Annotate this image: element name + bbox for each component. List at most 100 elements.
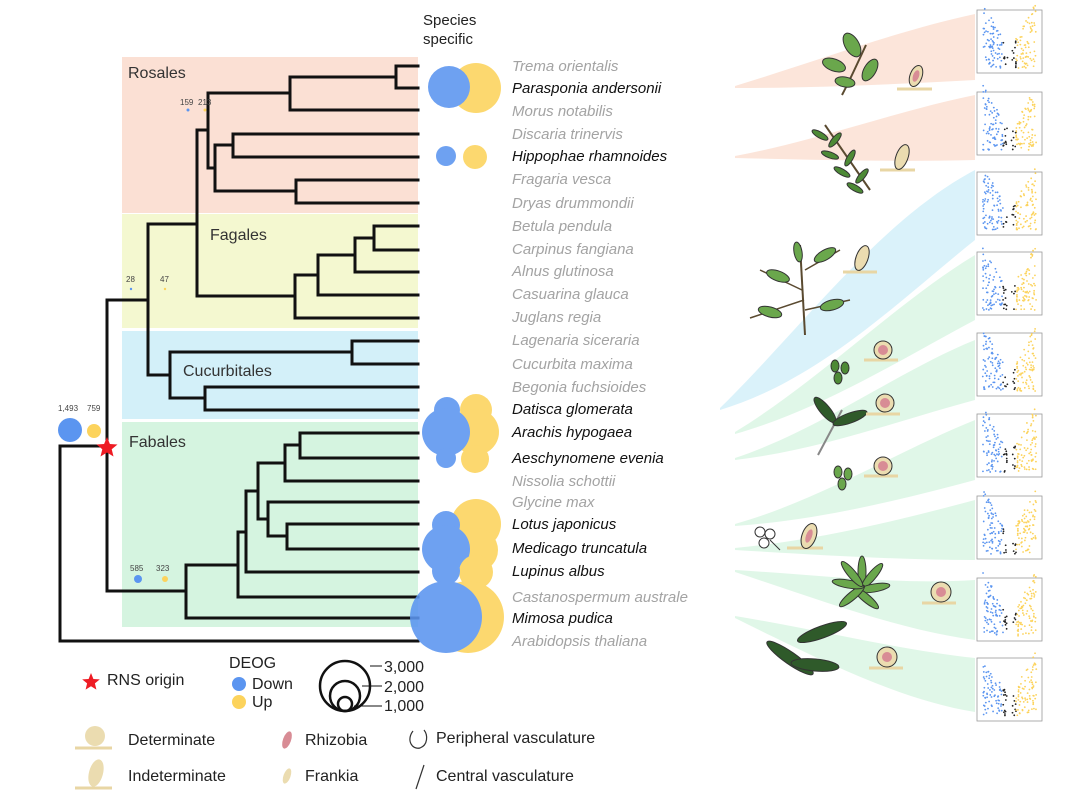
legend-deog-title: DEOG: [229, 655, 277, 672]
arachis-plant-illustration: [830, 359, 850, 385]
legend-size-leaders: [354, 665, 382, 707]
phylogenetic-tree: [58, 64, 420, 643]
lotus-plant-illustration: [833, 465, 853, 491]
volcano-plot-panel: [976, 247, 1043, 316]
taxon-label: Cucurbita maxima: [512, 356, 633, 373]
legend-rns-origin-label: RNS origin: [107, 672, 185, 689]
hippophae-plant-illustration: [811, 124, 871, 194]
connector-medicago: [735, 500, 975, 560]
rhizobia-icon: [282, 731, 292, 749]
header-line-2: specific: [423, 31, 474, 48]
taxon-label: Datisca glomerata: [512, 401, 633, 418]
node-count-rosales-up: 213: [198, 98, 212, 107]
volcano-plot-panel: [976, 572, 1043, 642]
legend-size-1000-circle: [336, 695, 354, 713]
legend-size-1000-label: 1,000: [384, 698, 425, 715]
connector-lupinus: [735, 570, 975, 640]
volcano-plot-panel: [976, 328, 1043, 397]
aeschynomene-plant-illustration: [813, 396, 868, 456]
aeschynomene-up-bubble: [461, 445, 489, 473]
volcano-plot-panel: [976, 4, 1043, 74]
rns-origin-star: [96, 437, 118, 457]
clade-label-cucurbitales: Cucurbitales: [183, 363, 272, 380]
lupinus-down-bubble: [432, 557, 460, 585]
legend-frankia-label: Frankia: [305, 768, 359, 785]
hippophae-up-bubble: [463, 145, 487, 169]
lotus-nodule-icon: [864, 456, 898, 478]
datisca-plant-illustration: [749, 241, 851, 336]
connector-lotus: [735, 420, 975, 526]
taxon-label: Alnus glutinosa: [512, 263, 614, 280]
mimosa-plant-illustration: [766, 620, 848, 676]
indeterminate-nodule-icon: [75, 759, 112, 790]
parasponia-plant-illustration: [822, 32, 879, 96]
branch: [195, 128, 297, 298]
connector-hippophae: [735, 95, 975, 161]
legend-graphics: [75, 659, 428, 790]
taxon-label: Begonia fuchsioides: [512, 379, 647, 396]
node-count-root-up: 759: [87, 404, 101, 413]
connector-aeschynomene: [735, 340, 975, 460]
mimosa-nodule-icon: [869, 646, 903, 670]
node-count-fagales-up: 47: [160, 275, 169, 284]
mimosa-down-bubble: [410, 581, 482, 653]
fagales-down-dot: [129, 287, 133, 291]
lupinus-up-bubble: [459, 555, 493, 589]
taxon-label: Morus notabilis: [512, 103, 613, 120]
taxon-label: Arabidopsis thaliana: [512, 633, 648, 650]
legend-rhizobia-label: Rhizobia: [305, 732, 368, 749]
lupinus-nodule-icon: [922, 581, 956, 605]
species-specific-bubbles: [410, 63, 504, 653]
legend-up-label: Up: [252, 694, 273, 711]
legend-up-dot: [232, 695, 246, 709]
legend-indeterminate-label: Indeterminate: [128, 768, 226, 785]
hippophae-nodule-icon: [880, 144, 915, 172]
node-markers: [58, 108, 207, 583]
taxon-label: Arachis hypogaea: [512, 424, 633, 441]
species-specific-header: Species specific: [423, 11, 476, 49]
medicago-down-bubble: [422, 525, 470, 573]
panel-connectors: [720, 14, 975, 712]
taxon-label: Aeschynomene evenia: [512, 450, 664, 467]
legend-determinate-label: Determinate: [128, 732, 216, 749]
parasponia-down-bubble: [428, 66, 470, 108]
taxon-label: Medicago truncatula: [512, 540, 648, 557]
taxon-label: Castanospermum australe: [512, 589, 688, 606]
root-down-circle: [58, 418, 82, 442]
taxon-label: Hippophae rhamnoides: [512, 148, 668, 165]
legend-central-label: Central vasculature: [436, 768, 574, 785]
central-vasculature-icon: [415, 764, 425, 790]
clade-label-fabales: Fabales: [129, 434, 186, 451]
volcano-plot-panel: [976, 84, 1043, 156]
node-count-fagales-down: 28: [126, 275, 135, 284]
aeschynomene-nodule-icon: [866, 393, 900, 416]
plant-illustrations: [749, 32, 956, 676]
fabales-down-dot: [134, 575, 142, 583]
clade-label-rosales: Rosales: [128, 65, 186, 82]
volcano-plot-panel: [976, 168, 1043, 236]
connector-mimosa: [735, 616, 975, 712]
header-line-1: Species: [423, 12, 477, 29]
legend-size-3000-label: 3,000: [384, 659, 425, 676]
medicago-nodule-icon: [787, 523, 823, 550]
hippophae-down-bubble: [436, 146, 456, 166]
arachis-nodule-icon: [864, 340, 898, 362]
arachis-down-bubble: [422, 408, 470, 456]
node-count-fabales-down: 585: [130, 564, 144, 573]
node-count-fabales-up: 323: [156, 564, 170, 573]
medicago-plant-illustration: [754, 526, 781, 551]
taxon-label: Juglans regia: [512, 309, 602, 326]
taxon-label: Discaria trinervis: [512, 126, 623, 143]
rosales-up-dot: [203, 108, 207, 112]
legend-peripheral-label: Peripheral vasculature: [436, 730, 596, 747]
frankia-icon: [282, 768, 292, 784]
taxon-label: Parasponia andersonii: [512, 80, 662, 97]
taxon-label: Trema orientalis: [512, 58, 619, 75]
connector-datisca: [720, 170, 975, 410]
taxon-label: Nissolia schottii: [512, 473, 616, 490]
datisca-nodule-icon: [843, 245, 877, 274]
legend-down-dot: [232, 677, 246, 691]
determinate-nodule-icon: [75, 726, 112, 750]
volcano-plot-panels: [976, 4, 1043, 722]
